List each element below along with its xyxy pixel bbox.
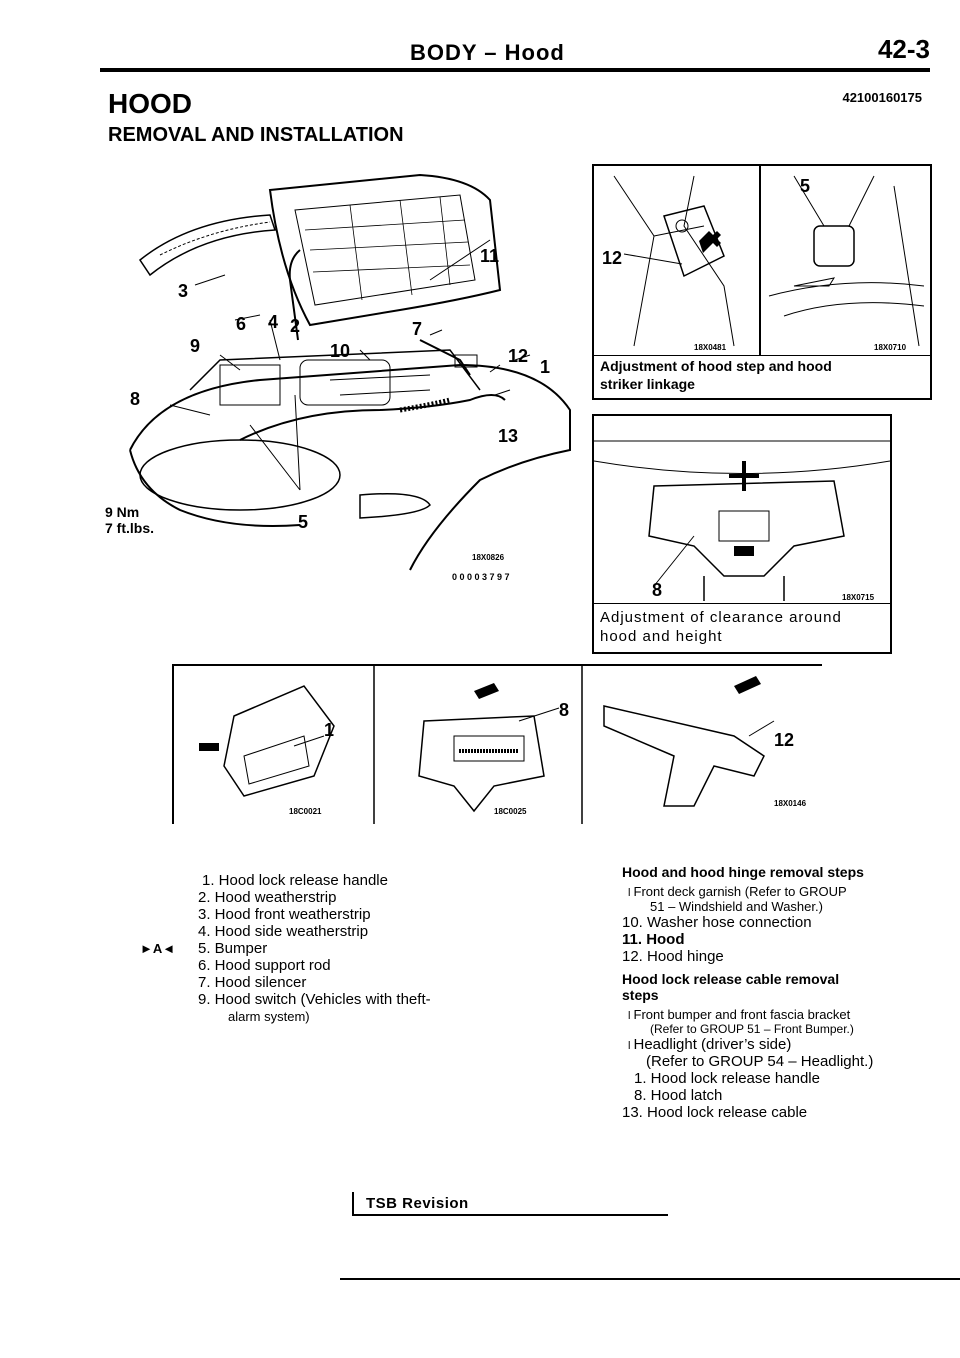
detail-left-code: 18X0481 bbox=[694, 343, 727, 352]
detail-callout-12: 12 bbox=[602, 248, 622, 268]
cable-step: Front bumper and front fascia bracket bbox=[622, 1007, 942, 1022]
callout-1: 1 bbox=[540, 357, 550, 377]
footer-rule bbox=[340, 1278, 960, 1280]
callout-3: 3 bbox=[178, 281, 188, 301]
cable-step-cont: (Refer to GROUP 51 – Front Bumper.) bbox=[650, 1022, 854, 1036]
detail-top-caption-1: Adjustment of hood step and hood bbox=[600, 358, 832, 374]
detail-hood-step-box: 12 5 18X0481 18X0710 Adjustment of hood … bbox=[592, 164, 932, 400]
strip-code-1: 18C0021 bbox=[289, 807, 322, 816]
detail-mid-code: 18X0715 bbox=[842, 593, 875, 602]
tsb-revision: TSB Revision bbox=[366, 1195, 469, 1212]
parts-item: 3. Hood front weatherstrip bbox=[198, 906, 371, 923]
detail-mid-callout-8: 8 bbox=[652, 580, 662, 600]
detail-clearance-box: 8 18X0715 Adjustment of clearance around… bbox=[592, 414, 892, 654]
parts-item: 9. Hood switch (Vehicles with theft- bbox=[198, 991, 431, 1008]
removal-step-cont: 51 – Windshield and Washer.) bbox=[650, 899, 823, 914]
section-title: HOOD bbox=[108, 88, 192, 119]
steps-column: Hood and hood hinge removal steps Front … bbox=[622, 864, 942, 1121]
removal-step: 11. Hood bbox=[622, 931, 685, 948]
callout-6: 6 bbox=[236, 314, 246, 334]
cable-step: Headlight (driver’s side) bbox=[622, 1036, 942, 1053]
parts-item: 6. Hood support rod bbox=[198, 957, 331, 974]
page-number: 42-3 bbox=[877, 34, 930, 64]
torque-ftlbs: 7 ft.lbs. bbox=[105, 520, 154, 536]
section-code: 42100160175 bbox=[842, 90, 922, 105]
detail-mid-caption-1: Adjustment of clearance around bbox=[600, 609, 842, 626]
callout-12: 12 bbox=[508, 346, 528, 366]
strip-callout-12: 12 bbox=[774, 730, 794, 750]
strip-callout-8: 8 bbox=[559, 700, 569, 720]
detail-right-code: 18X0710 bbox=[874, 343, 907, 352]
strip-code-3: 18X0146 bbox=[774, 799, 807, 808]
cable-steps-title: Hood lock release cable removal bbox=[622, 971, 840, 987]
callout-10: 10 bbox=[330, 341, 350, 361]
header-title: BODY – Hood bbox=[410, 40, 565, 65]
cable-step: 8. Hood latch bbox=[634, 1087, 723, 1104]
callout-7: 7 bbox=[412, 319, 422, 339]
removal-step: 10. Washer hose connection bbox=[622, 914, 812, 931]
detail-callout-5: 5 bbox=[800, 176, 810, 196]
detail-mid-caption-2: hood and height bbox=[600, 628, 723, 645]
parts-item-cont: alarm system) bbox=[228, 1009, 310, 1024]
main-hood-figure: 3 6 4 2 7 9 10 12 1 11 8 13 5 9 Nm 7 ft.… bbox=[105, 173, 571, 582]
torque-nm: 9 Nm bbox=[105, 504, 139, 520]
detail-top-caption-2: striker linkage bbox=[600, 376, 695, 392]
removal-step: 12. Hood hinge bbox=[622, 948, 724, 965]
callout-11: 11 bbox=[480, 246, 499, 266]
service-marker: ►A◄ bbox=[140, 941, 176, 956]
tsb-revision-box: TSB Revision bbox=[352, 1192, 668, 1216]
section-subtitle: REMOVAL AND INSTALLATION bbox=[108, 124, 404, 146]
cable-step-cont: (Refer to GROUP 54 – Headlight.) bbox=[646, 1053, 874, 1070]
strip-code-2: 18C0025 bbox=[494, 807, 527, 816]
header-rule bbox=[100, 68, 930, 72]
cable-steps-title-2: steps bbox=[622, 987, 659, 1003]
parts-item: 5. Bumper bbox=[198, 940, 268, 957]
strip-callout-1: 1 bbox=[324, 720, 334, 740]
callout-8: 8 bbox=[130, 389, 140, 409]
callout-5: 5 bbox=[298, 512, 308, 532]
figure-number: 0 0 0 0 3 7 9 7 bbox=[452, 572, 510, 582]
component-strip: 1 18C0021 8 18C0025 12 18X0146 bbox=[172, 664, 822, 824]
removal-steps-title: Hood and hood hinge removal steps bbox=[622, 864, 864, 880]
removal-step: Front deck garnish (Refer to GROUP bbox=[622, 884, 942, 899]
parts-item: 7. Hood silencer bbox=[198, 974, 307, 991]
callout-4: 4 bbox=[268, 312, 278, 332]
cable-step: 1. Hood lock release handle bbox=[634, 1070, 820, 1087]
figure-code: 18X0826 bbox=[472, 553, 505, 562]
parts-item: 2. Hood weatherstrip bbox=[198, 889, 337, 906]
callout-13: 13 bbox=[498, 426, 518, 446]
parts-item: 1. Hood lock release handle bbox=[202, 872, 388, 889]
cable-step: 13. Hood lock release cable bbox=[622, 1104, 808, 1121]
callout-9: 9 bbox=[190, 336, 200, 356]
parts-item: 4. Hood side weatherstrip bbox=[198, 923, 369, 940]
callout-2: 2 bbox=[290, 316, 300, 336]
parts-list: 1. Hood lock release handle 2. Hood weat… bbox=[140, 872, 431, 1025]
